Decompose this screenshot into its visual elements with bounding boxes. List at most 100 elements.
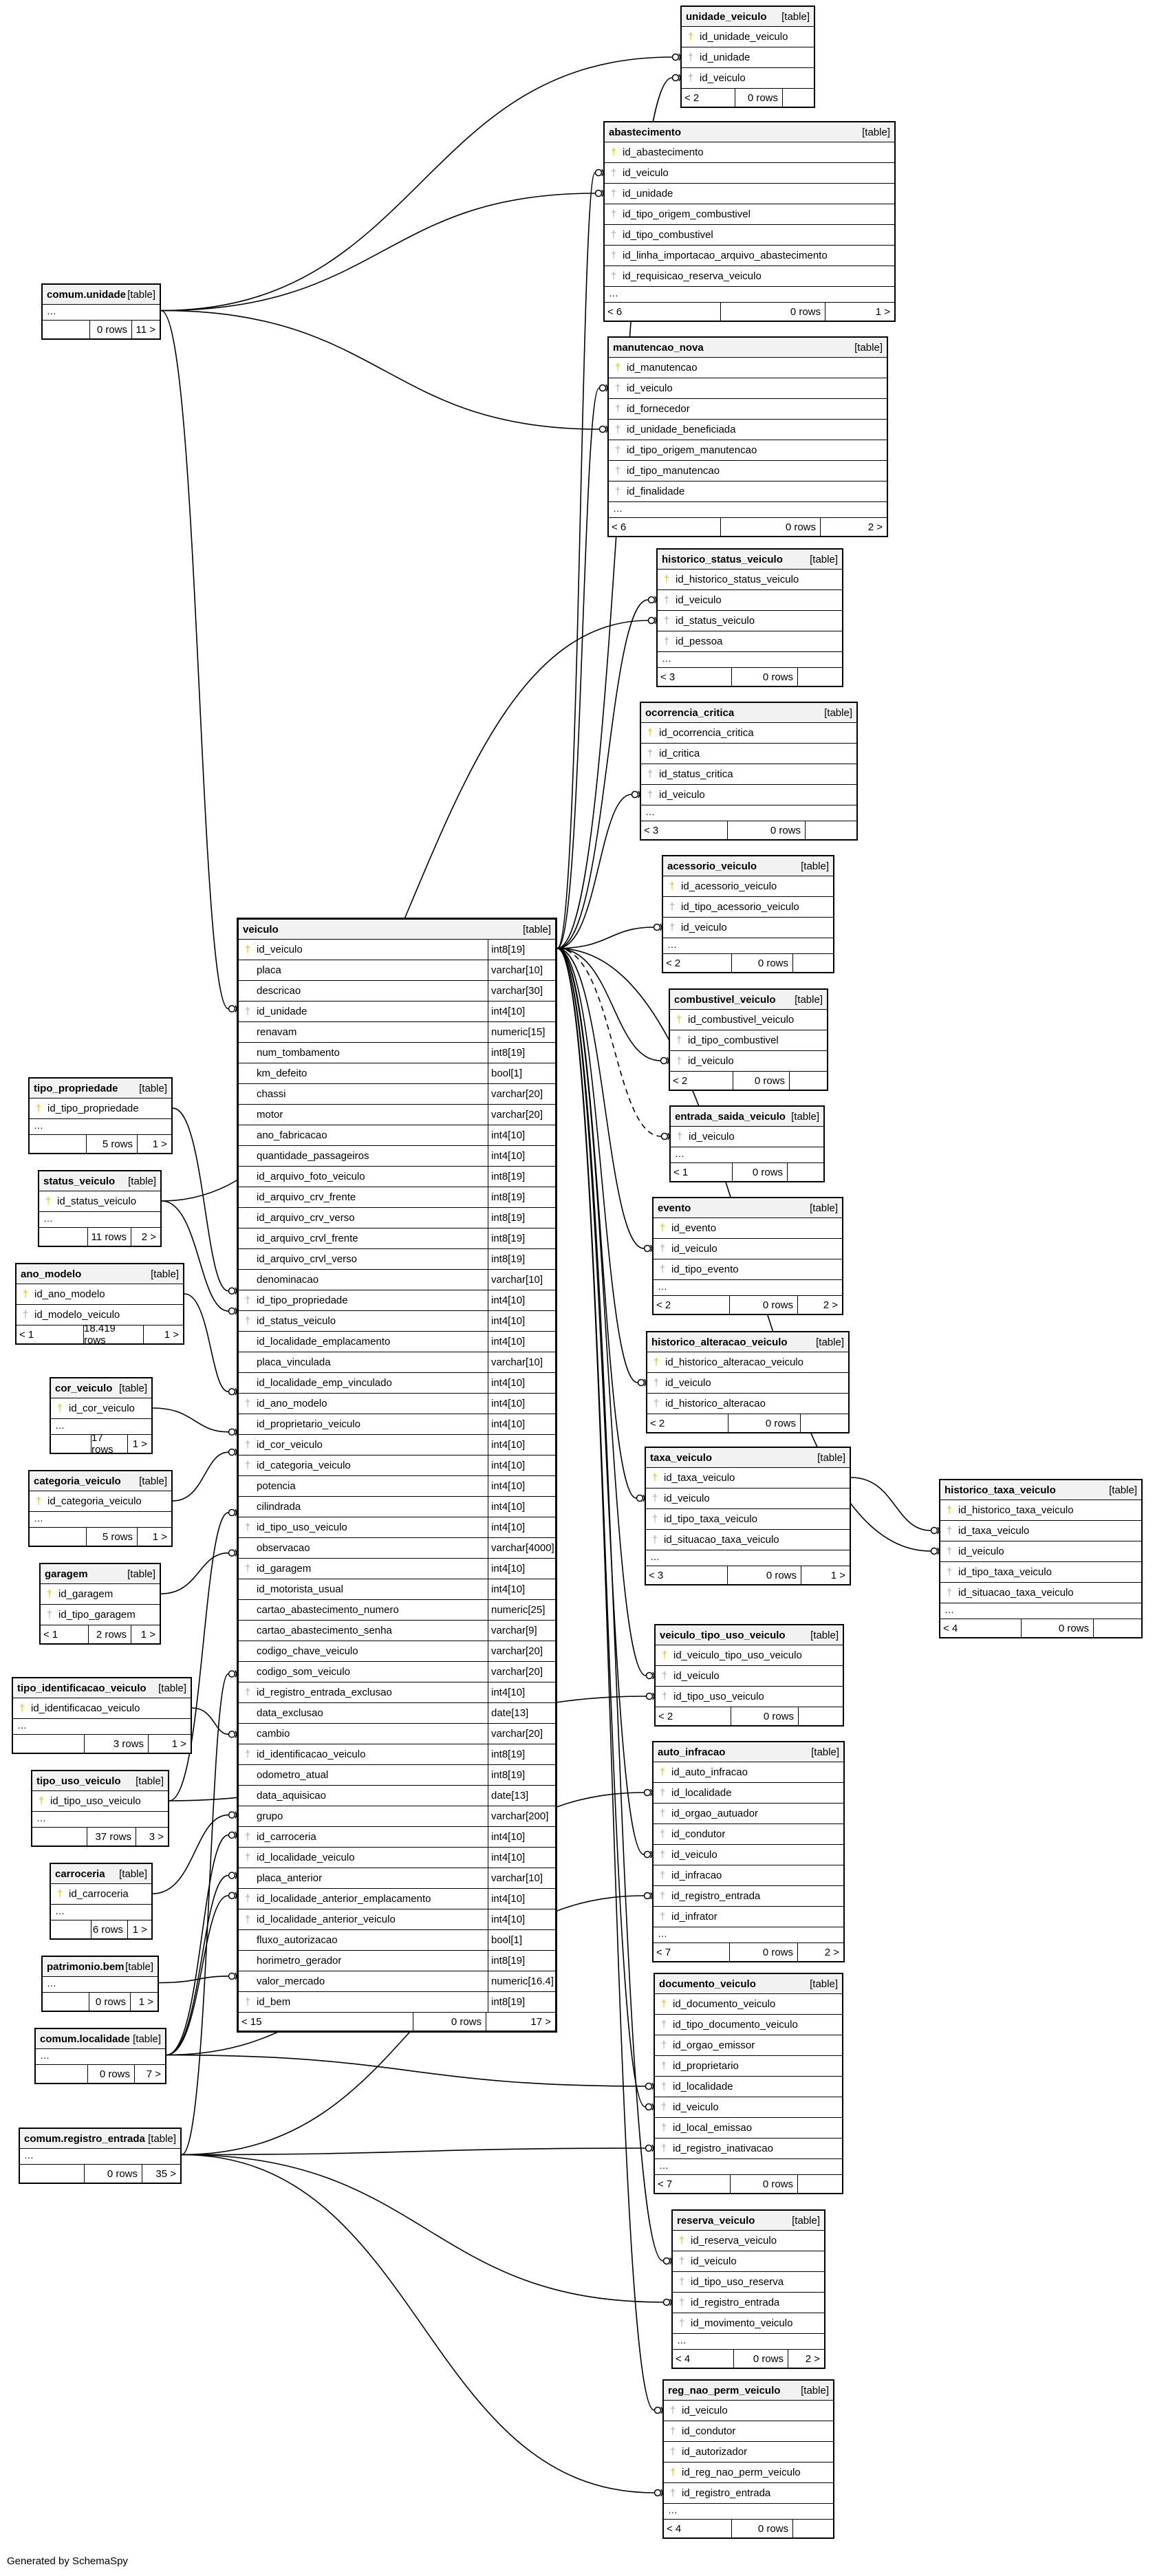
table-column-row[interactable]: †id_proprietario [655,2056,842,2077]
table-column-row[interactable]: †id_status_veiculo [39,1191,160,1212]
children-count[interactable]: 2 > [820,518,887,536]
table-column-row[interactable]: †id_pessoa [658,631,842,652]
table-column-row[interactable]: †id_veiculo [671,1127,823,1147]
table-column-row[interactable]: †id_registro_entrada [673,2293,824,2313]
table-header[interactable]: combustivel_veiculo[table] [670,990,827,1010]
children-count[interactable] [797,2175,842,2193]
parents-count[interactable]: < 2 [684,91,700,104]
table-cor-veiculo[interactable]: cor_veiculo[table]†id_cor_veiculo…17 row… [50,1377,153,1455]
parents-count[interactable] [51,1435,91,1453]
table-column-row[interactable]: †id_veiculo [655,2097,842,2118]
table-name[interactable]: categoria_veiculo [34,1475,121,1487]
table-name[interactable]: tipo_uso_veiculo [36,1775,121,1787]
table-column-row[interactable]: †id_unidade [682,47,814,68]
table-column-row[interactable]: †id_linha_importacao_arquivo_abastecimen… [605,246,894,266]
parents-count[interactable]: < 1 [673,1166,689,1178]
parents-count[interactable]: < 15 [241,2015,262,2028]
table-header[interactable]: documento_veiculo[table] [655,1974,842,1994]
table-reserva-veiculo[interactable]: reserva_veiculo[table]†id_reserva_veicul… [671,2209,825,2369]
parents-count[interactable]: < 2 [673,1074,688,1087]
table-name[interactable]: tipo_identificacao_veiculo [17,1682,147,1694]
table-header[interactable]: cor_veiculo[table] [51,1378,151,1398]
table-column-row[interactable]: †id_reserva_veiculo [673,2231,824,2251]
table-column-row[interactable]: †id_categoria_veiculo [30,1491,171,1512]
table-column-row[interactable]: †id_cor_veiculo [51,1398,151,1419]
table-name[interactable]: carroceria [55,1868,105,1880]
parents-count[interactable]: < 1 [43,1628,58,1641]
table-column-row[interactable]: †id_identificacao_veiculo [13,1698,191,1719]
table-header[interactable]: evento[table] [654,1198,842,1218]
parents-count[interactable]: < 3 [644,824,659,836]
table-name[interactable]: reserva_veiculo [677,2214,755,2227]
table-column-row[interactable]: †id_tipo_documento_veiculo [655,2015,842,2035]
table-column-row[interactable]: †id_veiculo [682,68,814,89]
table-evento[interactable]: evento[table]†id_evento†id_veiculo†id_ti… [652,1197,843,1315]
parents-count[interactable]: < 7 [658,2178,673,2190]
table-column-row[interactable]: †id_tipo_combustivel [605,225,894,246]
table-column-row[interactable]: †id_critica [641,744,856,764]
table-taxa-veiculo[interactable]: taxa_veiculo[table]†id_taxa_veiculo†id_v… [645,1447,851,1585]
table-column-row[interactable]: †id_condutor [654,1824,843,1845]
table-column-row[interactable]: †id_finalidade [609,481,887,502]
table-header[interactable]: reserva_veiculo[table] [673,2211,824,2231]
children-count[interactable]: 1 > [137,1528,171,1546]
children-count[interactable] [792,2520,833,2537]
children-count[interactable] [797,668,842,686]
table-name[interactable]: status_veiculo [43,1175,116,1187]
table-header[interactable]: historico_status_veiculo[table] [658,550,842,570]
table-column-row[interactable]: †id_tipo_garagem [41,1605,160,1625]
children-count[interactable]: 2 > [797,1943,843,1961]
table-reg-nao-perm-veiculo[interactable]: reg_nao_perm_veiculo[table]†id_veiculo†i… [662,2379,834,2539]
children-count[interactable] [800,1414,848,1432]
table-header[interactable]: unidade_veiculo[table] [682,7,814,27]
parents-count[interactable] [51,1920,91,1938]
table-name[interactable]: comum.localidade [40,2033,130,2045]
table-column-row[interactable]: †id_registro_entrada [654,1886,843,1907]
table-header[interactable]: entrada_saida_veiculo[table] [671,1107,823,1127]
table-header[interactable]: reg_nao_perm_veiculo[table] [664,2381,833,2401]
table-tipo-identificacao-veiculo[interactable]: tipo_identificacao_veiculo[table]†id_ide… [12,1677,192,1754]
parents-count[interactable] [30,1135,86,1153]
table-tipo-propriedade[interactable]: tipo_propriedade[table]†id_tipo_propried… [28,1077,173,1154]
table-header[interactable]: comum.localidade[table] [36,2029,165,2049]
children-count[interactable]: 2 > [788,2350,824,2368]
table-column-row[interactable]: †id_evento [654,1218,842,1239]
table-header[interactable]: auto_infracao[table] [654,1742,843,1762]
table-column-row[interactable]: †id_veiculo [664,2401,833,2421]
table-name[interactable]: historico_taxa_veiculo [944,1484,1056,1496]
children-count[interactable]: 1 > [801,1566,850,1584]
table-header[interactable]: veiculo_tipo_uso_veiculo[table] [656,1625,843,1645]
table-combustivel-veiculo[interactable]: combustivel_veiculo[table]†id_combustive… [669,988,828,1091]
table-column-row[interactable]: †id_infracao [654,1865,843,1886]
table-name[interactable]: historico_status_veiculo [662,553,783,565]
table-column-row[interactable]: †id_veiculo [663,918,833,938]
table-column-row[interactable]: †id_acessorio_veiculo [663,876,833,897]
table-header[interactable]: ano_modelo[table] [17,1264,183,1284]
table-header[interactable]: historico_taxa_veiculo[table] [940,1480,1141,1500]
table-column-row[interactable]: †id_tipo_uso_veiculo [656,1687,843,1707]
table-name[interactable]: abastecimento [609,126,682,138]
children-count[interactable]: 1 > [131,1625,160,1643]
table-name[interactable]: evento [658,1202,691,1214]
table-column-row[interactable]: †id_tipo_uso_reserva [673,2272,824,2293]
table-column-row[interactable]: †id_unidade [605,184,894,204]
parents-count[interactable] [32,1828,87,1846]
table-name[interactable]: unidade_veiculo [686,10,767,23]
